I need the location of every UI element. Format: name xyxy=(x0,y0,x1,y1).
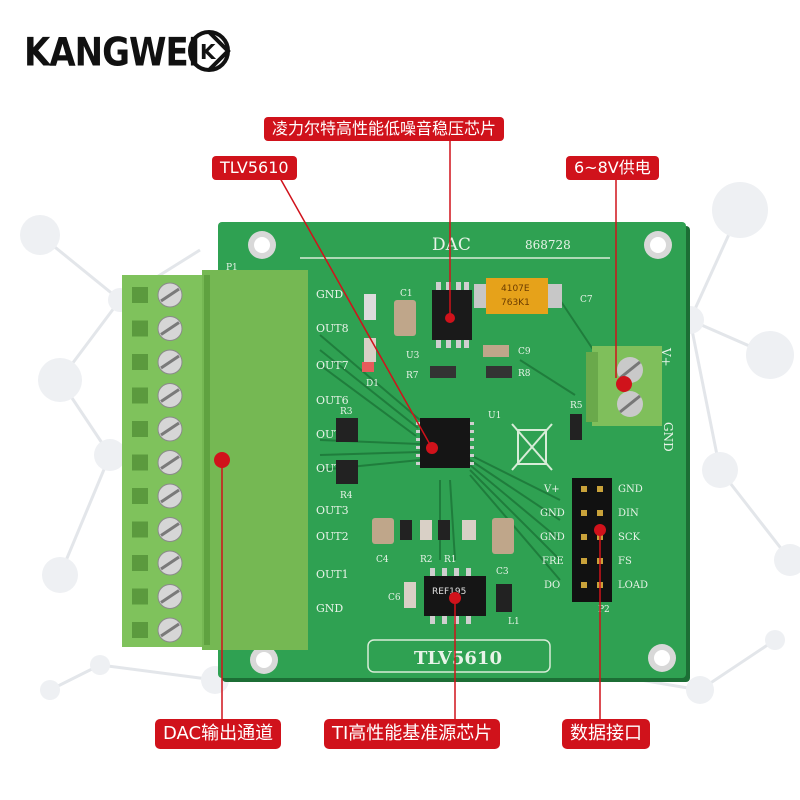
terminal-screw-slot xyxy=(160,287,180,303)
silkscreen-board-name: TLV5610 xyxy=(414,648,502,669)
ref-chip-mark: REF195 xyxy=(432,587,466,597)
pin-label-gnd-bottom: GND xyxy=(316,602,343,615)
terminal-wire-entry xyxy=(132,454,148,471)
terminal-wire-entry xyxy=(132,488,148,504)
callout-data-interface: 数据接口 xyxy=(562,719,650,749)
terminal-wire-entry xyxy=(132,320,148,337)
pin-label-out3: OUT3 xyxy=(316,504,349,517)
tantalum-code: 763K1 xyxy=(501,298,530,308)
led-d1 xyxy=(362,362,374,372)
callout-data-interface-text: 数据接口 xyxy=(570,723,642,744)
resistor-r5 xyxy=(570,414,582,440)
label-r4: R4 xyxy=(340,491,353,501)
label-c9: C9 xyxy=(518,347,531,357)
terminal-wire-entry xyxy=(132,555,148,571)
board-serial: 868728 xyxy=(525,238,571,252)
resistor-array-r3 xyxy=(336,418,358,442)
terminal-screw-slot xyxy=(160,488,180,504)
resistor-array-r4 xyxy=(336,460,358,484)
iface-right-0: GND xyxy=(618,484,643,495)
terminal-wire-entry xyxy=(132,354,148,370)
terminal-wire-entry xyxy=(132,421,148,437)
terminal-wire-entry xyxy=(132,387,148,404)
mounting-holes xyxy=(248,231,676,674)
board-title: DAC xyxy=(432,235,471,255)
power-label-gnd: GND xyxy=(661,422,675,452)
terminal-wire-entry xyxy=(132,588,148,605)
tantalum-capacitor xyxy=(474,278,562,314)
pin-label-out1: OUT1 xyxy=(316,568,349,581)
label-c4: C4 xyxy=(376,555,389,565)
iface-right-3: FS xyxy=(618,556,632,567)
connector-p1-label: P1 xyxy=(226,263,238,273)
terminal-screw-slot xyxy=(160,455,180,470)
pin-label-out7: OUT7 xyxy=(316,359,349,372)
power-label-vplus: V+ xyxy=(659,347,673,367)
label-p2: P2 xyxy=(598,605,610,615)
label-c1: C1 xyxy=(400,289,413,299)
label-r5: R5 xyxy=(570,401,583,411)
label-r1: R1 xyxy=(444,555,457,565)
callout-power: 6~8V供电 xyxy=(566,156,659,180)
interface-right-labels: GND DIN SCK FS LOAD xyxy=(618,484,648,591)
terminal-screw-slot xyxy=(160,421,180,437)
terminal-screw-slot xyxy=(160,354,180,370)
pin-label-gnd-top: GND xyxy=(316,288,343,301)
label-c6: C6 xyxy=(388,593,401,603)
terminal-screw-slot xyxy=(160,555,180,571)
pcb-traces xyxy=(319,299,601,581)
iface-right-1: DIN xyxy=(618,508,639,519)
iface-left-3: FRE xyxy=(542,556,564,567)
pin-label-out6: OUT6 xyxy=(316,394,349,407)
iface-left-2: GND xyxy=(540,532,565,543)
capacitor-c3 xyxy=(492,518,514,554)
label-r7: R7 xyxy=(406,371,419,381)
label-u1: U1 xyxy=(488,411,501,421)
iface-left-0: V+ xyxy=(543,484,560,495)
weee-symbol xyxy=(511,423,553,471)
terminal-wire-entry xyxy=(132,622,148,638)
iface-right-4: LOAD xyxy=(618,580,648,591)
callout-regulator-text: 凌力尔特高性能低噪音稳压芯片 xyxy=(272,119,497,138)
brand-badge-icon: K xyxy=(188,30,231,72)
callout-reference-text: TI高性能基准源芯片 xyxy=(332,723,493,744)
terminal-screw-slot xyxy=(160,622,180,638)
iface-right-2: SCK xyxy=(618,532,641,543)
terminal-screw-slot xyxy=(160,388,180,403)
brand-logo-text: KANGWEI xyxy=(24,30,200,76)
label-r2: R2 xyxy=(420,555,433,565)
callout-dac-output: DAC输出通道 xyxy=(155,719,282,749)
callout-regulator: 凌力尔特高性能低噪音稳压芯片 xyxy=(264,117,505,141)
iface-left-1: GND xyxy=(540,508,565,519)
terminal-screw-slot xyxy=(160,321,180,336)
pin-label-out2: OUT2 xyxy=(316,530,349,543)
label-r3: R3 xyxy=(340,407,353,417)
callout-power-text: 6~8V供电 xyxy=(574,158,651,177)
callout-dac-output-text: DAC输出通道 xyxy=(163,723,274,744)
terminal-screw-slot xyxy=(160,589,180,604)
label-d1: D1 xyxy=(366,379,379,389)
callout-reference: TI高性能基准源芯片 xyxy=(324,719,501,749)
brand-badge-letter: K xyxy=(200,40,217,64)
pin-label-out8: OUT8 xyxy=(316,322,349,335)
label-l1: L1 xyxy=(508,617,520,627)
terminal-wire-entry xyxy=(132,521,148,538)
callout-dac-chip-text: TLV5610 xyxy=(220,158,289,177)
label-r8: R8 xyxy=(518,369,531,379)
iface-left-4: DO xyxy=(544,580,560,591)
callout-dac-chip: TLV5610 xyxy=(212,156,297,180)
label-u3: U3 xyxy=(406,351,420,361)
tantalum-mark: 4107E xyxy=(501,284,530,294)
brand-logo: KANGWEI xyxy=(24,30,200,76)
capacitor-c1 xyxy=(394,300,416,336)
label-c7: C7 xyxy=(580,295,593,305)
terminal-wire-entry xyxy=(132,287,148,303)
label-c3: C3 xyxy=(496,567,509,577)
terminal-screw-slot xyxy=(160,522,180,537)
interface-left-labels: V+ GND GND FRE DO xyxy=(540,484,565,591)
